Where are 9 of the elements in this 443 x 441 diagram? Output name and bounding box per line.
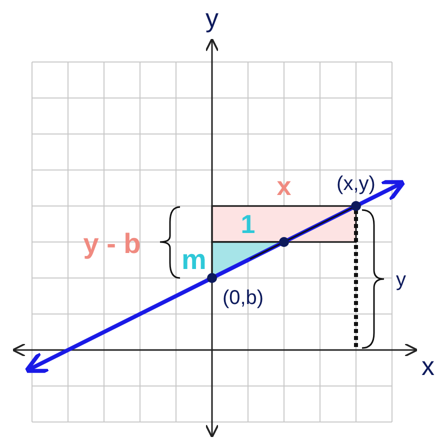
- point-label: (0,b): [222, 288, 264, 308]
- axis-label: y: [206, 5, 218, 31]
- point-label: (x,y): [336, 174, 376, 194]
- side-label: 1: [240, 211, 256, 237]
- side-label: y - b: [83, 230, 141, 258]
- axis-label: x: [422, 353, 434, 379]
- side-label: x: [276, 173, 292, 199]
- side-label: y: [396, 270, 406, 290]
- side-label: m: [182, 246, 206, 274]
